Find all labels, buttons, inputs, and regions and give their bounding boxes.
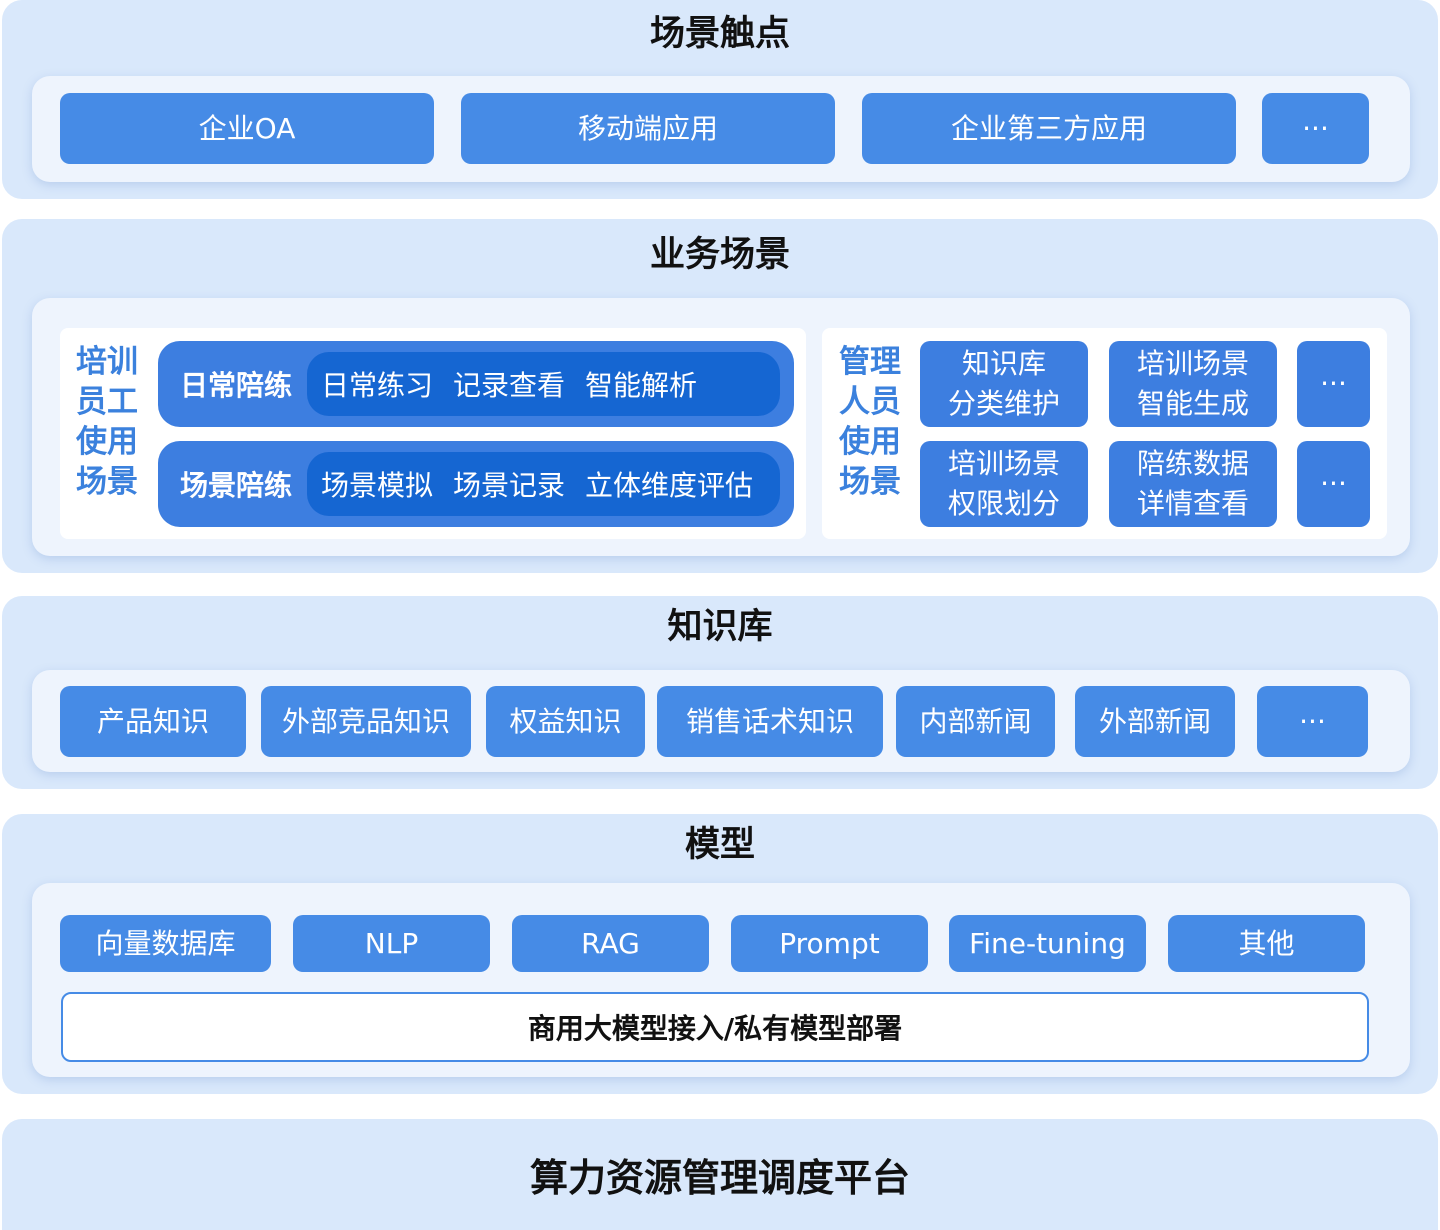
- knowledge-product: 产品知识: [60, 686, 246, 757]
- touchpoint-more: ···: [1262, 93, 1369, 164]
- knowledge-title: 知识库: [667, 607, 773, 647]
- knowledge-benefits: 权益知识: [486, 686, 645, 757]
- business-title: 业务场景: [649, 235, 790, 275]
- scenario-practice-item: 立体维度评估: [585, 469, 754, 502]
- platform-layer: 算力资源管理调度平台: [2, 1119, 1438, 1230]
- business-layer: 业务场景 培训员工使用场景 日常陪练 日常练习 记录查看 智能解析 场景陪练 场…: [2, 219, 1438, 573]
- platform-title: 算力资源管理调度平台: [529, 1156, 910, 1200]
- scenario-practice-label: 场景陪练: [180, 469, 293, 502]
- knowledge-internal-news: 内部新闻: [896, 686, 1055, 757]
- manager-label: 管理人员使用场景: [839, 344, 901, 500]
- trainee-subpanel: 培训员工使用场景 日常陪练 日常练习 记录查看 智能解析 场景陪练 场景模拟 场…: [60, 328, 806, 539]
- daily-practice-item: 智能解析: [585, 369, 698, 402]
- manager-subpanel: 管理人员使用场景 知识库 分类维护 培训场景 智能生成 ··· 培训场景 权限划…: [822, 328, 1387, 539]
- model-other: 其他: [1168, 915, 1365, 972]
- business-panel: 培训员工使用场景 日常陪练 日常练习 记录查看 智能解析 场景陪练 场景模拟 场…: [32, 298, 1410, 556]
- daily-practice-item: 日常练习: [321, 369, 434, 402]
- model-title: 模型: [684, 825, 755, 865]
- daily-practice-items: 日常练习 记录查看 智能解析: [307, 352, 780, 416]
- touchpoints-layer: 场景触点 企业OA 移动端应用 企业第三方应用 ···: [2, 0, 1438, 199]
- scenario-generation-tile: 培训场景 智能生成: [1109, 341, 1277, 427]
- model-fine-tuning: Fine-tuning: [949, 915, 1146, 972]
- daily-practice-item: 记录查看: [453, 369, 566, 402]
- model-layer: 模型 向量数据库 NLP RAG Prompt Fine-tuning 其他 商…: [2, 814, 1438, 1094]
- model-nlp: NLP: [293, 915, 490, 972]
- scenario-permission-tile: 培训场景 权限划分: [920, 441, 1088, 527]
- knowledge-competitor: 外部竞品知识: [261, 686, 471, 757]
- knowledge-external-news: 外部新闻: [1075, 686, 1235, 757]
- practice-data-tile: 陪练数据 详情查看: [1109, 441, 1277, 527]
- touchpoint-enterprise-oa: 企业OA: [60, 93, 434, 164]
- touchpoint-mobile-app: 移动端应用: [461, 93, 835, 164]
- manager-more-tile: ···: [1297, 341, 1370, 427]
- knowledge-layer: 知识库 产品知识 外部竞品知识 权益知识 销售话术知识 内部新闻 外部新闻 ··…: [2, 596, 1438, 789]
- knowledge-category-tile: 知识库 分类维护: [920, 341, 1088, 427]
- manager-more-tile-2: ···: [1297, 441, 1370, 527]
- scenario-practice-item: 场景记录: [453, 469, 566, 502]
- touchpoint-third-party-app: 企业第三方应用: [862, 93, 1236, 164]
- touchpoints-title: 场景触点: [649, 14, 790, 54]
- knowledge-panel: 产品知识 外部竞品知识 权益知识 销售话术知识 内部新闻 外部新闻 ···: [32, 670, 1410, 772]
- daily-practice-label: 日常陪练: [180, 369, 293, 402]
- scenario-practice-pill: 场景陪练 场景模拟 场景记录 立体维度评估: [158, 441, 794, 527]
- model-prompt: Prompt: [731, 915, 928, 972]
- model-vector-db: 向量数据库: [60, 915, 271, 972]
- touchpoints-panel: 企业OA 移动端应用 企业第三方应用 ···: [32, 76, 1410, 182]
- trainee-label: 培训员工使用场景: [76, 344, 138, 500]
- knowledge-more: ···: [1257, 686, 1368, 757]
- knowledge-sales-script: 销售话术知识: [657, 686, 883, 757]
- scenario-practice-items: 场景模拟 场景记录 立体维度评估: [307, 452, 780, 516]
- scenario-practice-item: 场景模拟: [321, 469, 434, 502]
- daily-practice-pill: 日常陪练 日常练习 记录查看 智能解析: [158, 341, 794, 427]
- model-panel: 向量数据库 NLP RAG Prompt Fine-tuning 其他 商用大模…: [32, 883, 1410, 1077]
- model-deployment-box: 商用大模型接入/私有模型部署: [61, 992, 1369, 1062]
- model-rag: RAG: [512, 915, 709, 972]
